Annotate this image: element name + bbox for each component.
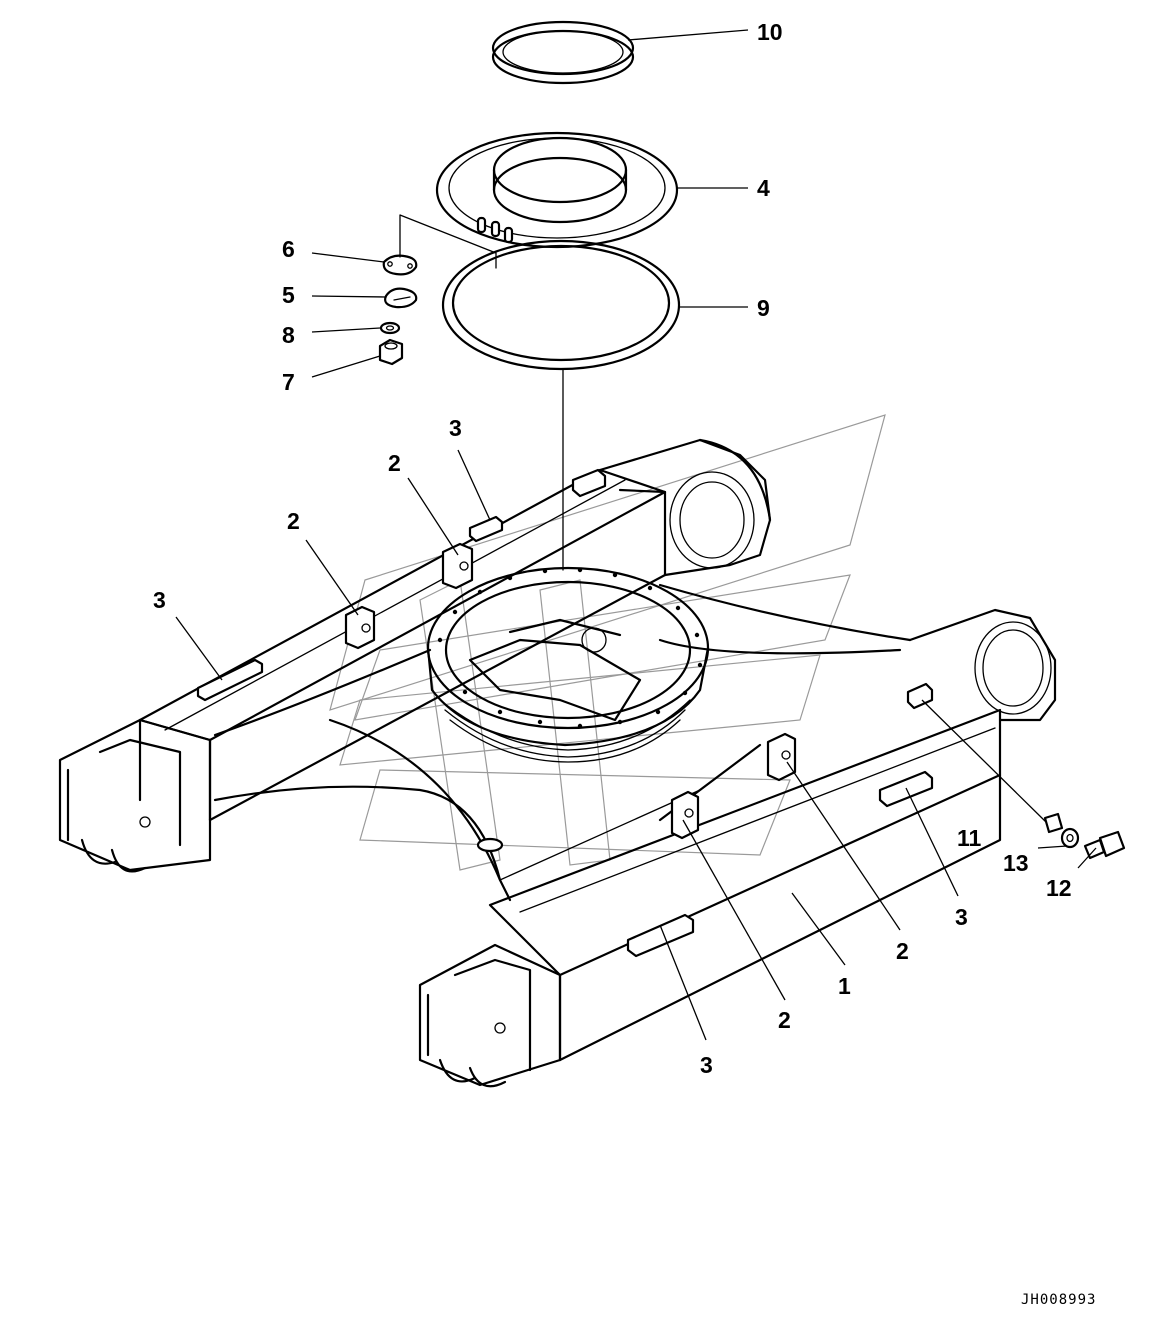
callout-7: 7 [282, 369, 295, 395]
callout-6: 6 [282, 236, 295, 262]
callout-labels: 10 4 6 5 9 8 7 3 2 2 3 11 13 12 3 2 1 2 … [153, 19, 1072, 1078]
part-washer-13 [1060, 827, 1080, 849]
callout-5: 5 [282, 282, 295, 308]
part-ring-10 [491, 20, 635, 85]
callout-11: 11 [957, 825, 982, 851]
part-plate-6 [382, 254, 418, 276]
part-washer-8 [379, 321, 401, 335]
callout-2-left: 2 [287, 508, 300, 534]
part-plate-5 [384, 287, 418, 309]
callout-10: 10 [757, 19, 783, 45]
drawing-code: JH008993 [1021, 1292, 1096, 1308]
part-plate-11 [1043, 812, 1064, 834]
callout-3-left: 3 [153, 587, 166, 613]
callout-3-right: 3 [955, 904, 968, 930]
callout-2-top: 2 [388, 450, 401, 476]
part-ring-4 [435, 131, 679, 249]
part-track-frame-1 [58, 438, 1057, 1088]
callout-8: 8 [282, 322, 295, 348]
callout-2-bottom: 2 [778, 1007, 791, 1033]
watermark [329, 414, 886, 871]
leader-lines [175, 29, 1097, 1041]
callout-13: 13 [1003, 850, 1029, 876]
callout-4: 4 [757, 175, 770, 201]
callout-3-bottom: 3 [700, 1052, 713, 1078]
part-block-2 [344, 542, 797, 840]
callout-12: 12 [1046, 875, 1072, 901]
part-nut-7 [378, 338, 404, 366]
callout-9: 9 [757, 295, 770, 321]
part-oring-9 [441, 239, 681, 371]
callout-1: 1 [838, 973, 851, 999]
callout-3-top: 3 [449, 415, 462, 441]
callout-2-right: 2 [896, 938, 909, 964]
